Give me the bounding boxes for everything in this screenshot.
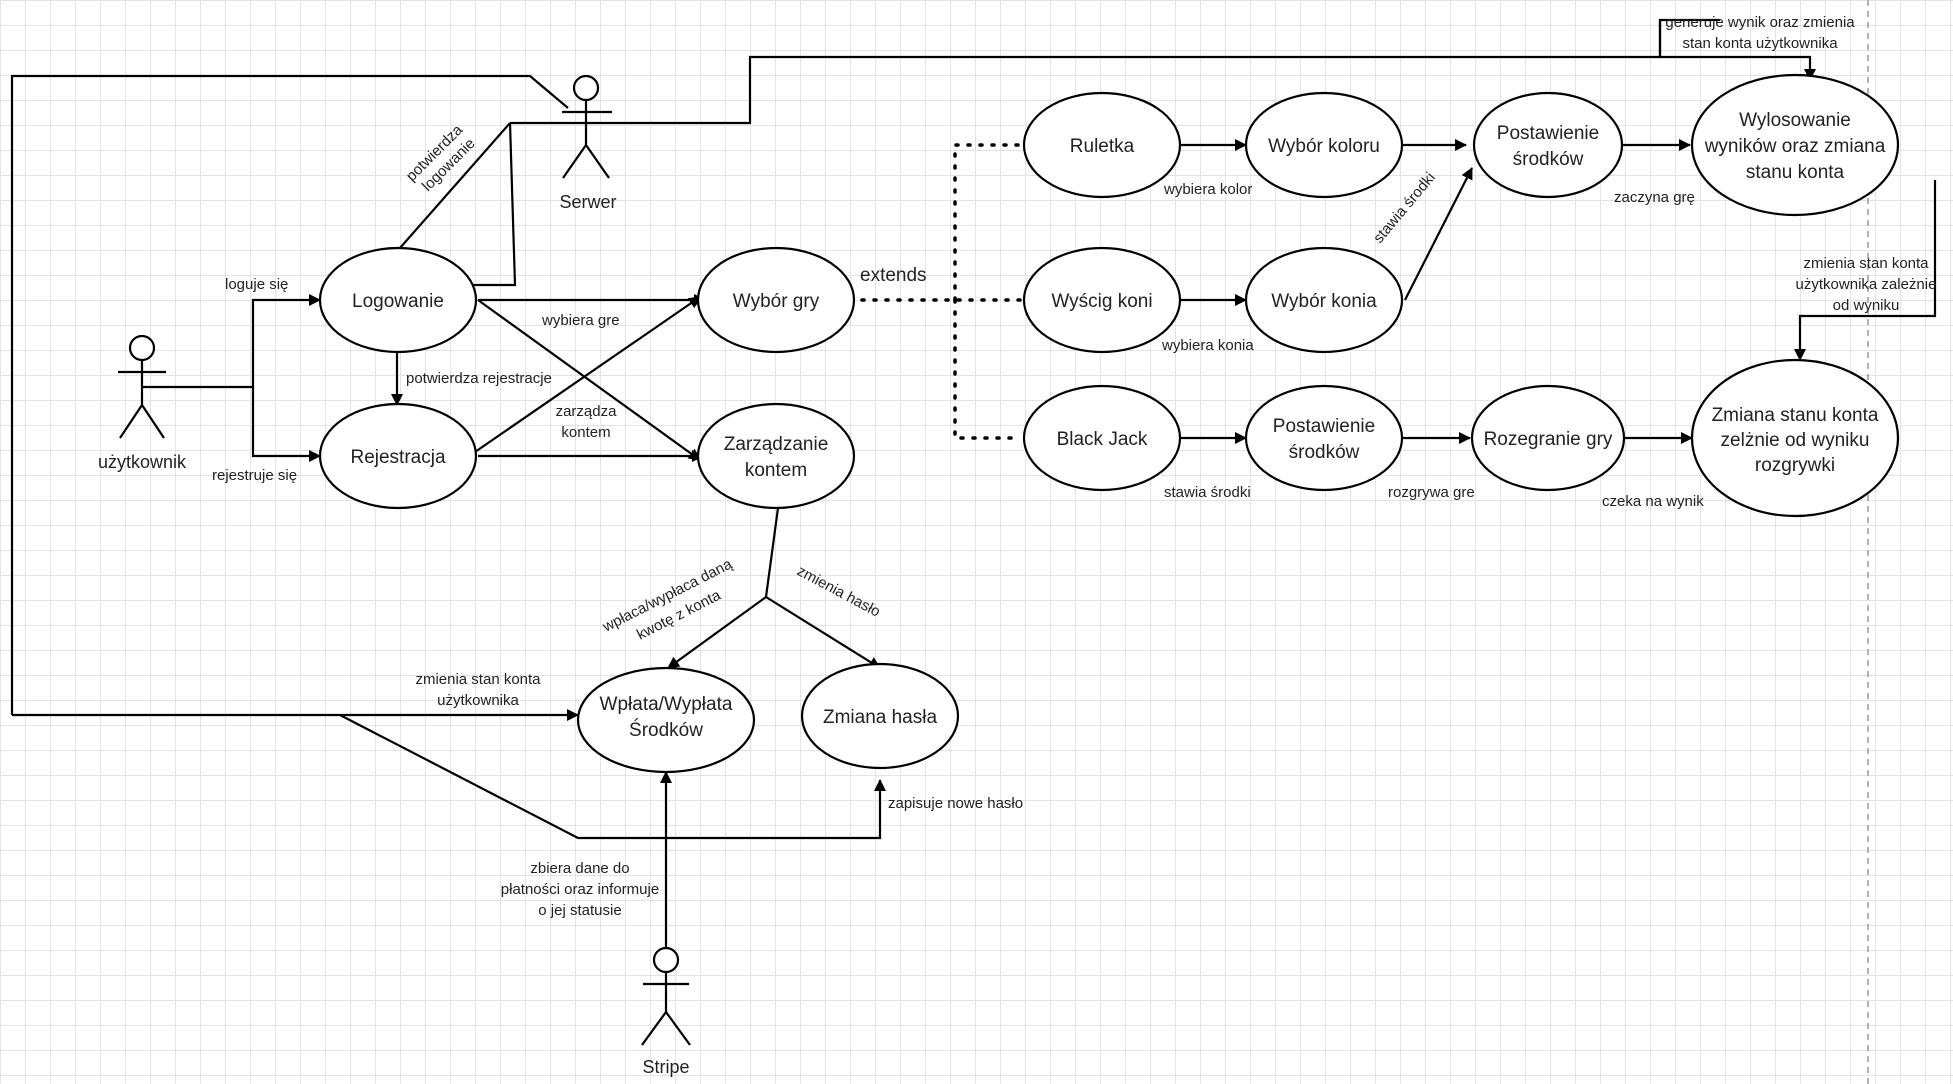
- edge-label-rozgrywa: rozgrywa gre: [1388, 484, 1475, 501]
- edge-label-zmienia-zal-2: użytkownika zależnie: [1796, 276, 1937, 293]
- edge-draw-balance: [1794, 180, 1937, 361]
- edge-label-zbiera-1: zbiera dane do: [530, 860, 629, 877]
- edge-label-zmienia-stan-1: zmienia stan konta: [415, 671, 541, 688]
- node-label-zarzadzanie-2: kontem: [745, 460, 807, 481]
- usecase-postawienie-top: [1472, 91, 1624, 199]
- usecase-black-jack: [1022, 384, 1182, 492]
- usecase-zmiana-stanu: [1690, 358, 1900, 518]
- actor-stripe-label: Stripe: [642, 1057, 689, 1077]
- edge-draw-up-line: [1658, 20, 1816, 81]
- node-label-logowanie: Logowanie: [352, 291, 444, 312]
- edge-label-wybiera-kolor: wybiera kolor: [1163, 181, 1252, 198]
- edge-manage-payment: [667, 596, 767, 669]
- node-label-rozegranie: Rozegranie gry: [1484, 429, 1613, 450]
- edge-horse-bet: [1404, 167, 1473, 301]
- usecase-zarzadzanie-kontem: [696, 402, 856, 510]
- edge-register-choose-game: [474, 296, 701, 453]
- edge-user-server-loop: [10, 74, 569, 715]
- edge-label-loguje: loguje się: [225, 276, 288, 293]
- node-label-zmiana-stanu-3: rozgrywki: [1755, 455, 1835, 476]
- edge-manage-split: [764, 507, 780, 598]
- node-label-postawienie-top-1: Postawienie: [1497, 123, 1599, 144]
- usecase-wybor-gry: [696, 246, 856, 354]
- edge-server-confirm-login: [384, 122, 511, 266]
- actor-user-head: [128, 334, 156, 362]
- edge-label-extends: extends: [860, 265, 927, 286]
- node-label-ruletka: Ruletka: [1070, 136, 1135, 157]
- node-label-postawienie-bj-2: środków: [1289, 442, 1360, 463]
- extends-line-up: [953, 143, 1022, 302]
- node-label-wylosowanie-3: stanu konta: [1746, 162, 1845, 183]
- actor-user-label: użytkownik: [98, 452, 187, 472]
- edge-user-register: [251, 387, 321, 462]
- node-label-wplata-1: Wpłata/Wypłata: [600, 694, 733, 715]
- edge-label-stawia-srodki-bj: stawia środki: [1164, 484, 1251, 501]
- edge-label-zapisuje: zapisuje nowe hasło: [888, 795, 1023, 812]
- edge-label-potw-rej: potwierdza rejestracje: [406, 370, 552, 387]
- usecase-rejestracja: [318, 402, 478, 510]
- node-label-black-jack: Black Jack: [1057, 429, 1148, 450]
- node-label-postawienie-top-2: środków: [1513, 149, 1584, 170]
- usecase-wylosowanie: [1690, 73, 1900, 217]
- edge-user-login: [142, 294, 321, 389]
- edge-label-generuje-1: generuje wynik oraz zmienia: [1665, 14, 1855, 31]
- usecase-rozegranie-gry: [1470, 384, 1626, 492]
- actor-server-head: [572, 74, 600, 102]
- usecase-wyscig-koni: [1022, 246, 1182, 354]
- actor-user: [118, 334, 166, 439]
- edge-label-zbiera-2: płatności oraz informuje: [501, 881, 659, 898]
- edge-label-zarzadza-2: kontem: [561, 424, 610, 441]
- edge-label-zaczyna: zaczyna grę: [1614, 189, 1695, 206]
- edge-login-manage: [477, 299, 701, 461]
- edge-server-to-draw: [510, 18, 1720, 125]
- node-label-rejestracja: Rejestracja: [350, 447, 445, 468]
- usecase-logowanie: [318, 246, 478, 354]
- edge-label-rejestruje: rejestruje się: [212, 467, 297, 484]
- edge-label-wybiera-konia: wybiera konia: [1161, 337, 1254, 354]
- node-label-wylosowanie-1: Wylosowanie: [1739, 110, 1851, 131]
- usecase-ruletka: [1022, 91, 1182, 199]
- node-label-zmiana-stanu-1: Zmiana stanu konta: [1712, 405, 1879, 426]
- node-label-postawienie-bj-1: Postawienie: [1273, 416, 1375, 437]
- node-label-wybor-gry: Wybór gry: [733, 291, 820, 312]
- edge-label-generuje-2: stan konta użytkownika: [1682, 35, 1838, 52]
- node-label-zmiana-hasla: Zmiana hasła: [823, 707, 937, 728]
- actor-server-body: [562, 100, 612, 179]
- usecase-zmiana-hasla: [800, 662, 960, 770]
- usecase-wybor-konia: [1244, 246, 1404, 354]
- node-label-wplata-2: Środków: [629, 719, 703, 741]
- edge-label-zmienia-haslo: zmienia hasło: [794, 563, 883, 621]
- actor-server-label: Serwer: [559, 192, 616, 212]
- usecase-wplata-wyplata: [576, 666, 756, 774]
- node-label-zmiana-stanu-2: zelżnie od wyniku: [1721, 430, 1870, 451]
- actor-stripe-body: [641, 972, 691, 1046]
- actor-stripe-head: [652, 946, 680, 974]
- edge-label-czeka: czeka na wynik: [1602, 493, 1704, 510]
- actor-user-body: [118, 360, 166, 439]
- node-label-zarzadzanie-1: Zarządzanie: [724, 434, 829, 455]
- node-label-wybor-konia: Wybór konia: [1271, 291, 1377, 312]
- usecase-postawienie-bj: [1244, 384, 1404, 492]
- edge-label-zmienia-stan-2: użytkownika: [437, 692, 519, 709]
- edge-save-password: [339, 714, 886, 840]
- actor-server: [562, 74, 612, 179]
- extends-line-down: [953, 298, 1022, 440]
- usecase-wybor-koloru: [1244, 91, 1404, 199]
- edge-label-zmienia-zal-1: zmienia stan konta: [1803, 255, 1929, 272]
- edge-manage-password: [765, 596, 881, 669]
- edge-label-zbiera-3: o jej statusie: [538, 902, 621, 919]
- edge-label-zmienia-zal-3: od wyniku: [1833, 297, 1900, 314]
- edge-label-zarzadza-1: zarządza: [556, 403, 618, 420]
- edge-label-wybiera-gre: wybiera gre: [541, 312, 620, 329]
- node-label-wyscig-koni: Wyścig koni: [1051, 291, 1152, 312]
- node-label-wylosowanie-2: wyników oraz zmiana: [1704, 136, 1886, 157]
- node-label-wybor-koloru: Wybór koloru: [1268, 136, 1380, 157]
- actor-stripe: [641, 946, 691, 1046]
